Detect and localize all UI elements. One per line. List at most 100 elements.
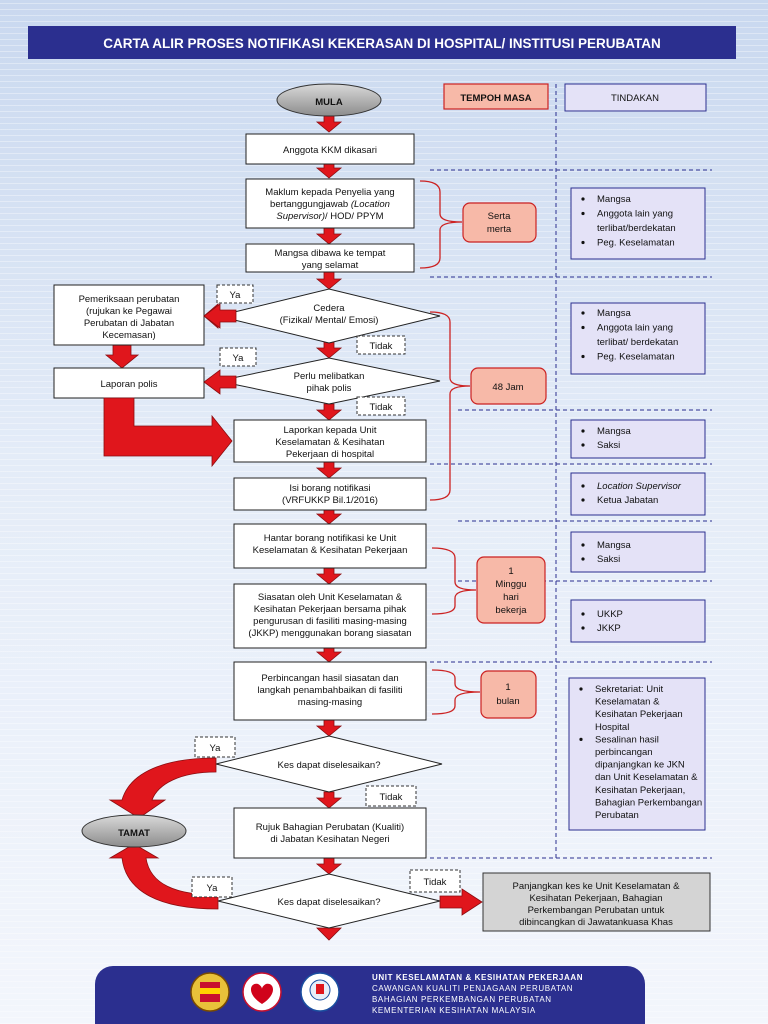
decision-label: Kes dapat diselesaikan? [278, 897, 381, 908]
ya-label: Ya [210, 743, 222, 754]
decision-label: (Fizikal/ Mental/ Emosi) [280, 315, 379, 326]
ya-label: Ya [207, 883, 219, 894]
bullet-icon [581, 311, 585, 315]
tempoh-header-box [443, 83, 549, 110]
footer-unit: UNIT KESELAMATAN & KESIHATAN PEKERJAAN [372, 973, 584, 982]
page-title: CARTA ALIR PROSES NOTIFIKASI KEKERASAN D… [103, 36, 661, 51]
bullet-icon [581, 197, 585, 201]
bullet-icon [579, 687, 583, 691]
step-label: Isi borang notifikasi [289, 483, 370, 494]
action-box-a5 [570, 531, 706, 573]
action-box-a2 [570, 302, 706, 375]
decision-label: Cedera [313, 303, 345, 314]
decision-kes-2 [217, 873, 441, 929]
down-arrow [316, 927, 342, 941]
action-item: Kesihatan Pekerjaan [595, 709, 683, 720]
tindakan-header: TINDAKAN [611, 93, 659, 104]
footer-kementerian: KEMENTERIAN KESIHATAN MALAYSIA [372, 1006, 536, 1015]
down-arrow [315, 647, 343, 663]
step-label: (JKKP) menggunakan borang siasatan [248, 628, 411, 639]
action-item: JKKP [597, 623, 621, 634]
tidak-box [409, 869, 461, 893]
ya-box [216, 284, 254, 304]
action-item: Saksi [597, 440, 620, 451]
tidak-box [356, 396, 406, 416]
step-label: Rujuk Bahagian Perubatan (Kualiti) [256, 822, 404, 833]
step-label: Kesihatan Pekerjaan, Bahagian [529, 893, 662, 904]
action-item: UKKP [597, 609, 623, 620]
duration-48-jam [470, 367, 547, 405]
step-laporan-polis [53, 367, 205, 399]
step-label: Perkembangan Perubatan untuk [528, 905, 665, 916]
duration-label: bekerja [495, 605, 527, 616]
action-item: Kesihatan Pekerjaan, [595, 785, 685, 796]
brace [431, 547, 477, 615]
tidak-label: Tidak [424, 877, 447, 888]
step-pemeriksaan [53, 284, 205, 346]
action-item: Mangsa [597, 426, 632, 437]
step-label: Supervisor)/ HOD/ PPYM [276, 211, 383, 222]
down-arrow [315, 115, 343, 133]
decision-kes-1 [215, 735, 443, 793]
tidak-box [356, 335, 406, 355]
step-perbincangan [233, 661, 427, 721]
duration-label: Serta [488, 211, 511, 222]
duration-label: hari [503, 592, 519, 603]
down-arrow [315, 271, 343, 290]
curve-arrow-ya-1 [108, 757, 217, 819]
action-item: Mangsa [597, 308, 632, 319]
step-label: Panjangkan kes ke Unit Keselamatan & [513, 881, 681, 892]
down-arrow [315, 567, 343, 585]
start-terminal [276, 83, 382, 117]
left-arrows [203, 303, 237, 395]
step-label: Kecemasan) [102, 330, 155, 341]
action-item: Saksi [597, 554, 620, 565]
bullet-icon [581, 240, 585, 245]
step-siasatan [233, 583, 427, 649]
duration-label: merta [487, 224, 512, 235]
step-laporkan-unit [233, 419, 427, 463]
action-item: Sekretariat: Unit [595, 684, 663, 695]
left-arrow [203, 369, 237, 395]
down-arrow [315, 461, 343, 479]
step-label: di Jabatan Kesihatan Negeri [270, 834, 389, 845]
action-item: terlibat/berdekatan [597, 223, 676, 234]
step-label: yang selamat [302, 260, 359, 271]
action-box-a3 [570, 419, 706, 459]
down-arrow [315, 509, 343, 525]
action-item: Peg. Keselamatan [597, 238, 675, 249]
bullet-icon [579, 737, 583, 742]
tidak-label: Tidak [370, 341, 393, 352]
decision-polis [217, 357, 441, 405]
tidak-label: Tidak [380, 792, 403, 803]
down-arrow [315, 403, 343, 421]
step-label-part: Supervisor) [276, 211, 325, 222]
ya-label: Ya [233, 353, 245, 364]
bullet-icon [581, 429, 585, 433]
branch-labels: Ya Tidak Ya Tidak Ya Tidak Ya Tidak [191, 284, 461, 898]
step-label: Mangsa dibawa ke tempat [275, 248, 386, 259]
decision-label: pihak polis [307, 383, 352, 394]
step-label: dibincangkan di Jawatankuasa Khas [519, 917, 673, 928]
duration-1-bulan [480, 670, 537, 719]
step-label: masing-masing [298, 697, 362, 708]
action-box-a4 [570, 472, 706, 516]
down-arrow [315, 341, 343, 359]
tidak-label: Tidak [370, 402, 393, 413]
action-item: Keselamatan & [595, 697, 660, 708]
step-label-part: / HOD/ PPYM [325, 211, 384, 222]
step-maklum-penyelia [245, 178, 415, 229]
action-item: Ketua Jabatan [597, 495, 658, 506]
step-label: bertanggungjawab (Location [270, 199, 390, 210]
title-banner [28, 26, 736, 59]
curve-arrow-ya-2 [108, 843, 219, 910]
action-item: dipanjangkan ke JKN [595, 760, 685, 771]
step-label: Siasatan oleh Unit Keselamatan & [258, 592, 403, 603]
end-terminal [81, 814, 187, 848]
bullet-icon [581, 543, 585, 547]
end-label: TAMAT [118, 828, 150, 839]
action-item: Location Supervisor [597, 481, 682, 492]
step-anggota-dikasari [245, 133, 415, 165]
bullet-icon [581, 498, 585, 502]
